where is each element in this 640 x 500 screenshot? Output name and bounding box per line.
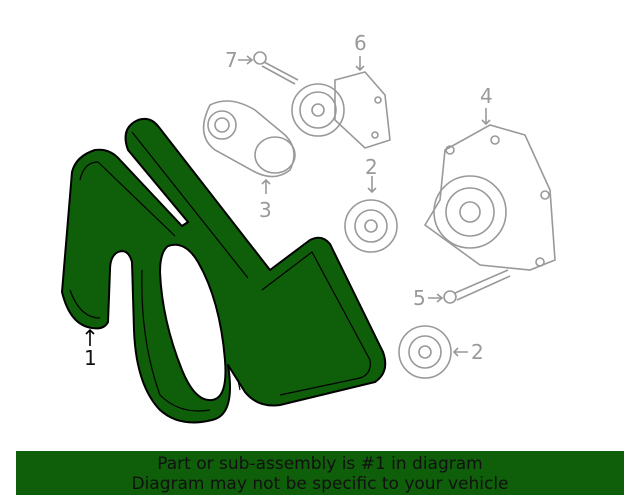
callout-2-upper: 2 [365,155,378,179]
bolt [428,269,511,304]
callout-3: 3 [259,198,272,222]
belt-inner-gap [159,243,227,402]
idler-pulley-lower [398,325,468,379]
banner-line-1: Part or sub-assembly is #1 in diagram [157,454,483,474]
belt [61,117,387,424]
callout-2-lower: 2 [471,340,484,364]
idler-pulley-upper [344,176,398,253]
callout-6: 6 [354,31,367,55]
bolt-upper [238,51,299,85]
idler-bracket-assembly [291,56,391,149]
callout-4: 4 [480,84,493,108]
water-pump [423,108,556,271]
info-banner: Part or sub-assembly is #1 in diagram Di… [16,451,624,495]
callout-5: 5 [413,286,426,310]
banner-line-2: Diagram may not be specific to your vehi… [131,474,509,494]
gray-parts [202,51,556,379]
callout-7: 7 [225,48,238,72]
callout-1: 1 [84,346,97,370]
tensioner [202,100,296,194]
